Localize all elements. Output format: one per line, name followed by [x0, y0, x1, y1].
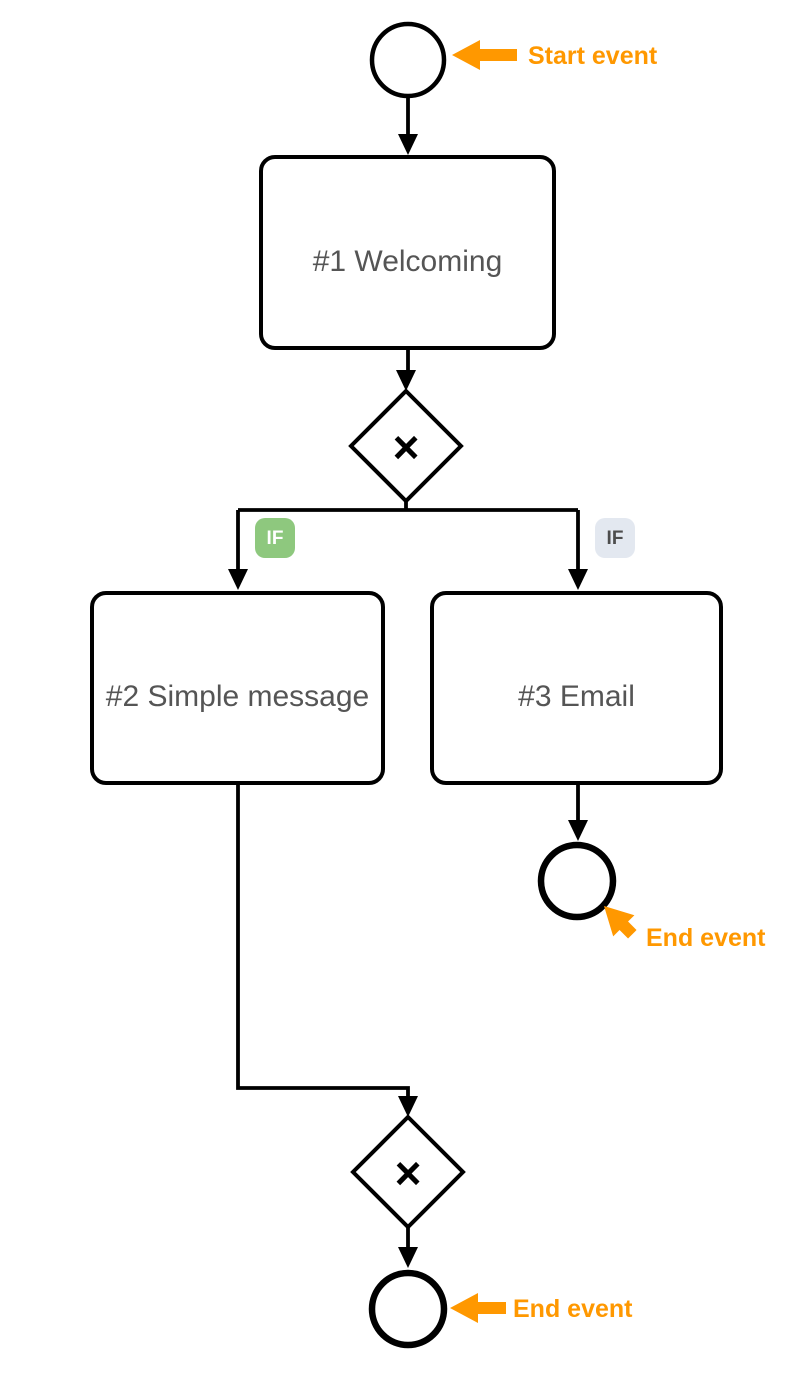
if-condition-badge-left: IF [255, 518, 295, 558]
exclusive-gateway-2 [350, 1114, 466, 1230]
annotation-arrow-left-icon [452, 40, 517, 70]
start-event-annotation: Start event [528, 42, 658, 70]
task-node-2: #2 Simple message [90, 591, 385, 785]
exclusive-gateway-x-icon: × [393, 421, 420, 473]
end-event-annotation-bottom: End event [513, 1295, 633, 1323]
task-label: #2 Simple message [105, 680, 370, 713]
arrowhead-icon [568, 569, 588, 590]
task-node-3: #3 Email [430, 591, 723, 785]
task-label: #3 Email [518, 680, 635, 713]
task-node-1: #1 Welcoming [259, 155, 556, 350]
end-event-annotation-right: End event [646, 924, 766, 952]
start-event-circle [369, 21, 447, 99]
exclusive-gateway-1 [348, 388, 464, 504]
arrowhead-icon [398, 1096, 418, 1117]
flow-task2-to-gateway2 [236, 785, 410, 1098]
annotation-arrow-diagonal-icon [604, 906, 637, 939]
flow-gateway1-branches [236, 501, 580, 570]
if-condition-badge-right: IF [595, 518, 635, 558]
arrowhead-icon [396, 370, 416, 391]
arrowhead-icon [568, 820, 588, 841]
arrowhead-icon [398, 1247, 418, 1268]
annotation-arrow-left-icon [450, 1293, 506, 1323]
arrowhead-icon [228, 569, 248, 590]
end-event-circle-bottom [368, 1269, 448, 1349]
end-event-circle-right [537, 841, 617, 921]
task-label: #1 Welcoming [312, 244, 503, 278]
arrowhead-icon [398, 134, 418, 155]
exclusive-gateway-x-icon: × [395, 1147, 422, 1199]
